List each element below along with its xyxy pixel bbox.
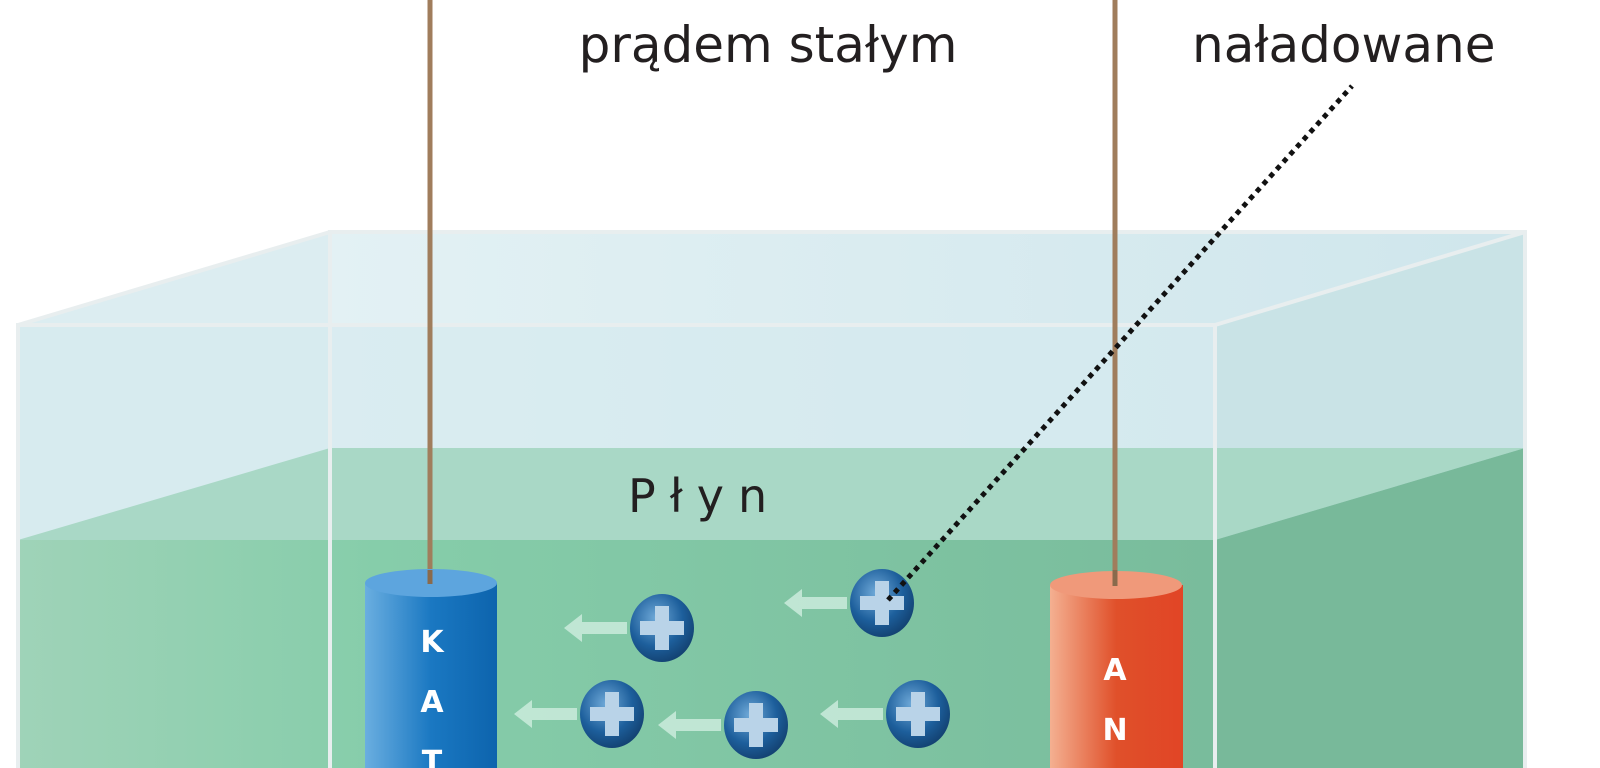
- cathode-letter: A: [420, 685, 444, 720]
- arrow-left-icon: [820, 700, 883, 728]
- plus-icon: [590, 692, 634, 736]
- anode-letter: A: [1103, 653, 1127, 688]
- label-charged: naładowane: [1192, 16, 1496, 74]
- plus-icon: [734, 703, 778, 747]
- plus-icon: [860, 581, 904, 625]
- arrow-left-icon: [658, 711, 721, 739]
- anode: A N: [1050, 570, 1183, 768]
- ion: [514, 680, 644, 748]
- label-current: prądem stałym: [579, 16, 958, 74]
- plus-icon: [640, 606, 684, 650]
- arrow-left-icon: [514, 700, 577, 728]
- anode-letter: N: [1102, 713, 1127, 748]
- cathode: K A T: [365, 569, 497, 768]
- ion: [564, 594, 694, 662]
- plus-icon: [896, 692, 940, 736]
- arrow-left-icon: [784, 589, 847, 617]
- tank-edges: [16, 230, 1527, 768]
- arrow-left-icon: [564, 614, 627, 642]
- label-fluid: Płyn: [628, 469, 781, 523]
- ion: [820, 680, 950, 748]
- cathode-letter: K: [420, 625, 445, 660]
- cathode-letter: T: [422, 745, 443, 768]
- ion: [658, 691, 788, 759]
- ions: [514, 569, 950, 759]
- ion: [784, 569, 914, 637]
